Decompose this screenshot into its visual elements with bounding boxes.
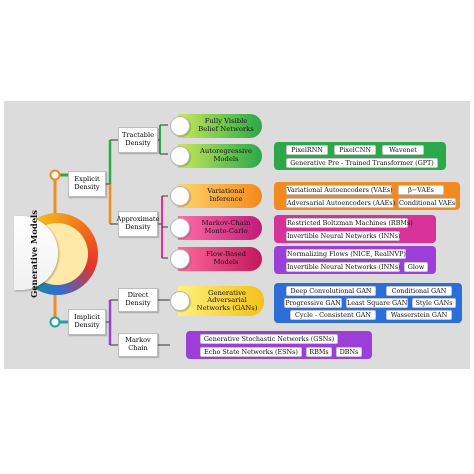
variational-inference-node-circle — [170, 186, 190, 206]
approximate-density-node: Approximate Density — [116, 211, 160, 237]
gan-item: Style GANs — [412, 298, 456, 308]
flow-item: Glow — [404, 262, 428, 272]
vi-item: Variational Autoencoders (VAEs) — [286, 185, 393, 195]
fvbn-node-circle — [170, 116, 190, 136]
markov-item: Echo State Networks (ESNs) — [200, 347, 302, 357]
autoregressive-label: Autoregressive Models — [199, 147, 252, 163]
markov-item: DBNs — [336, 347, 362, 357]
direct-density-node: Direct Density — [118, 288, 158, 312]
variational-inference-label: Variational Inference — [207, 187, 245, 203]
autoreg-item: PixelRNN — [286, 145, 328, 155]
fvbn-category: Fully Visible Belief Networks — [178, 114, 262, 138]
mcmc-label: Markov-Chain Monte-Carlo — [201, 219, 251, 235]
autoreg-item: Generative Pre - Trained Transformer (GP… — [286, 158, 438, 168]
vi-item: Adversarial Autoencoders (AAEs) — [286, 198, 396, 208]
gan-item: Progressive GAN — [284, 298, 342, 308]
flow-based-category: Flow-Based Models — [178, 247, 262, 271]
flow-item: Normalizing Flows (NICE, RealNVP) — [286, 249, 406, 259]
markov-chain-label: Markov Chain — [125, 336, 151, 352]
flow-item: Invertible Neural Networks (INNs) — [286, 262, 401, 272]
tractable-density-node: Tractable Density — [118, 127, 158, 153]
vi-item: Conditional VAEs — [398, 198, 456, 208]
autoreg-item: Wavenet — [382, 145, 424, 155]
markov-item: Generative Stochastic Networks (GSNs) — [200, 334, 338, 344]
autoregressive-node-circle — [170, 146, 190, 166]
gan-item: Least Square GAN — [346, 298, 408, 308]
flow-based-label: Flow-Based Models — [205, 250, 246, 266]
mcmc-item: Invertible Neural Networks (INNs) — [286, 231, 401, 241]
gan-item: Conditional GAN — [386, 286, 452, 296]
direct-density-label: Direct Density — [125, 291, 151, 307]
mcmc-node-circle — [170, 218, 190, 238]
flow-based-node-circle — [170, 249, 190, 269]
explicit-density-label: Explicit Density — [74, 175, 100, 191]
tractable-density-label: Tractable Density — [122, 131, 154, 147]
gan-item: Cycle - Consistent GAN — [290, 310, 376, 320]
fvbn-label: Fully Visible Belief Networks — [198, 117, 254, 133]
gan-item: Deep Convolutional GAN — [286, 286, 376, 296]
markov-chain-node: Markov Chain — [118, 333, 158, 357]
gan-label: Generative Adversarial Networks (GANs) — [196, 288, 258, 312]
root-label: Generative Models — [29, 210, 39, 298]
autoreg-item: PixelCNN — [334, 145, 376, 155]
explicit-density-node: Explicit Density — [68, 171, 106, 197]
autoregressive-category: Autoregressive Models — [178, 144, 262, 168]
implicit-density-node: Implicit Density — [68, 309, 106, 335]
implicit-density-label: Implicit Density — [74, 313, 100, 329]
variational-inference-category: Variational Inference — [178, 184, 262, 208]
mcmc-item: Restricted Boltzman Machines (RBMs) — [286, 218, 413, 228]
vi-item: β−VAEs — [398, 185, 444, 195]
gan-node-circle — [170, 291, 190, 311]
gan-item: Wasserstein GAN — [386, 310, 452, 320]
markov-item: RBMs — [306, 347, 332, 357]
mcmc-category: Markov-Chain Monte-Carlo — [178, 216, 262, 240]
approximate-density-label: Approximate Density — [116, 215, 160, 231]
gan-category: Generative Adversarial Networks (GANs) — [178, 286, 264, 316]
